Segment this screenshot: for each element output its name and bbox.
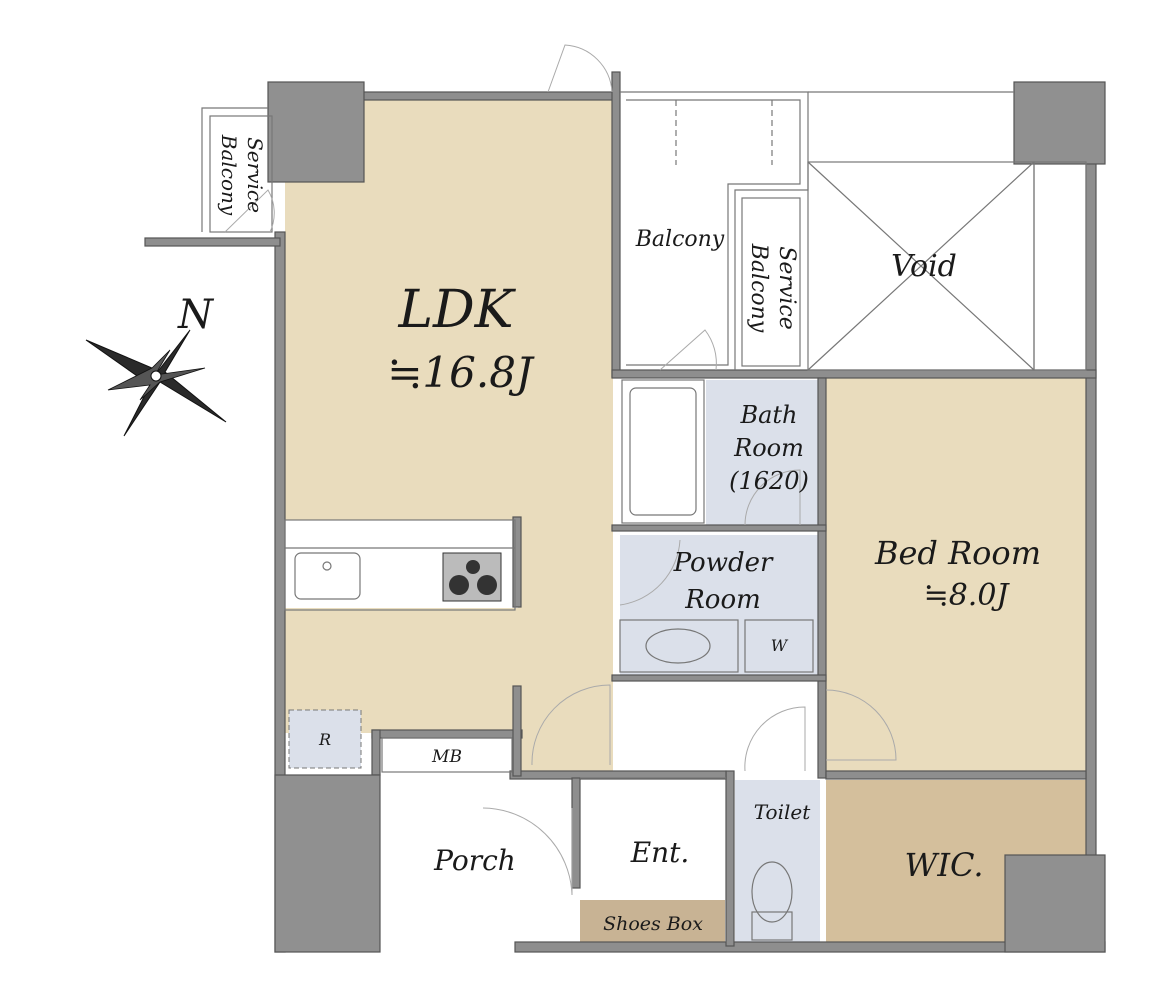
toilet-bowl bbox=[751, 861, 793, 923]
toilet-floor bbox=[735, 780, 820, 942]
wall-ldk-right bbox=[611, 71, 621, 378]
wall-toilet-left bbox=[725, 770, 735, 947]
service-balcony-right-line2: Balcony bbox=[746, 243, 771, 333]
shoes-box-fill bbox=[580, 900, 725, 942]
toilet-tank bbox=[751, 911, 793, 941]
column-bottom-left bbox=[274, 774, 381, 953]
washer-label: W bbox=[771, 636, 789, 655]
bedroom-size: ≒8.0J bbox=[924, 578, 1011, 613]
meter-box bbox=[381, 737, 513, 773]
service-balcony-right-box bbox=[741, 197, 801, 367]
wall-kitchen-stub bbox=[512, 516, 522, 608]
wall-toilet-entry-top bbox=[611, 674, 827, 682]
wall-bath-right bbox=[817, 377, 827, 779]
wall-porch-right bbox=[571, 777, 581, 889]
bath-label-line2: Room bbox=[733, 434, 804, 462]
service-balcony-door-swing bbox=[224, 189, 275, 233]
wall-service-bal-ledge bbox=[144, 237, 281, 247]
wall-mid-horizontal bbox=[611, 369, 1097, 379]
void-area bbox=[807, 91, 1087, 371]
top-door-swing bbox=[547, 44, 613, 93]
ldk-floor-right bbox=[518, 520, 613, 775]
stove-burner-back bbox=[466, 560, 480, 574]
entrance-label: Ent. bbox=[630, 836, 690, 869]
vanity bbox=[619, 619, 739, 673]
wall-right bbox=[1085, 159, 1097, 881]
void-label: Void bbox=[891, 249, 957, 284]
column-top-right bbox=[1013, 81, 1106, 165]
meter-box-label: MB bbox=[431, 747, 462, 767]
compass-center bbox=[150, 370, 162, 382]
bath-door-swing bbox=[744, 469, 801, 526]
balcony-rail bbox=[626, 99, 801, 366]
refrigerator-label: R bbox=[318, 730, 331, 749]
bedroom-floor bbox=[826, 378, 1086, 771]
balcony-label: Balcony bbox=[635, 227, 725, 252]
column-top-left bbox=[267, 81, 365, 183]
void-side-rail bbox=[1033, 161, 1087, 371]
bedroom-label: Bed Room bbox=[874, 534, 1041, 572]
porch-door-swing bbox=[482, 807, 573, 896]
porch-label: Porch bbox=[433, 844, 516, 877]
powder-floor bbox=[620, 535, 818, 675]
wall-mb bbox=[371, 729, 523, 739]
powder-label-line2: Room bbox=[684, 585, 761, 615]
powder-label-line1: Powder bbox=[673, 548, 774, 578]
wall-bedroom-bottom bbox=[825, 770, 1087, 780]
toilet-label: Toilet bbox=[754, 800, 811, 824]
ldk-size: ≒16.8J bbox=[387, 348, 535, 397]
ldk-label: LDK bbox=[397, 280, 516, 340]
powder-door-swing bbox=[619, 539, 681, 606]
wall-powder-top bbox=[611, 524, 827, 532]
bath-label-line3: (1620) bbox=[729, 467, 809, 495]
service-balcony-left-inner bbox=[209, 115, 273, 233]
shoes-box-label: Shoes Box bbox=[603, 913, 703, 935]
kitchen-counter bbox=[284, 519, 516, 611]
wic-label: WIC. bbox=[904, 846, 983, 884]
bathtub-outer bbox=[621, 379, 705, 524]
stove-burner-right bbox=[477, 575, 497, 595]
balcony-door-swing bbox=[659, 329, 717, 371]
sink-drain bbox=[322, 561, 332, 571]
vanity-basin bbox=[645, 628, 711, 664]
column-bottom-right bbox=[1004, 854, 1106, 953]
refrigerator-box bbox=[288, 709, 362, 769]
sink bbox=[294, 552, 361, 600]
labels: LDK ≒16.8J Balcony Service Balcony Servi… bbox=[217, 134, 1041, 935]
wall-mb-left bbox=[371, 729, 381, 776]
stove-burner-left bbox=[449, 575, 469, 595]
bedroom-door-swing bbox=[825, 689, 897, 761]
compass: N bbox=[85, 292, 227, 437]
bath-label-line1: Bath bbox=[739, 401, 797, 429]
service-balcony-left-box bbox=[201, 107, 268, 232]
service-balcony-right-line1: Service bbox=[774, 246, 799, 329]
void-cross-b bbox=[807, 161, 1035, 371]
compass-north-label: N bbox=[177, 292, 215, 338]
wall-kitchen-stub-low bbox=[512, 685, 522, 777]
entry-hall-door-swing bbox=[744, 706, 806, 772]
bath-floor bbox=[706, 380, 818, 525]
wall-ldk-bottom bbox=[509, 770, 727, 780]
ldk-door-swing bbox=[531, 684, 611, 766]
service-balcony-left-line1: Service bbox=[243, 137, 267, 213]
counter-body bbox=[284, 519, 516, 611]
washer-box bbox=[744, 619, 814, 673]
bathtub-inner bbox=[629, 387, 697, 516]
service-balcony-left-line2: Balcony bbox=[217, 134, 241, 216]
